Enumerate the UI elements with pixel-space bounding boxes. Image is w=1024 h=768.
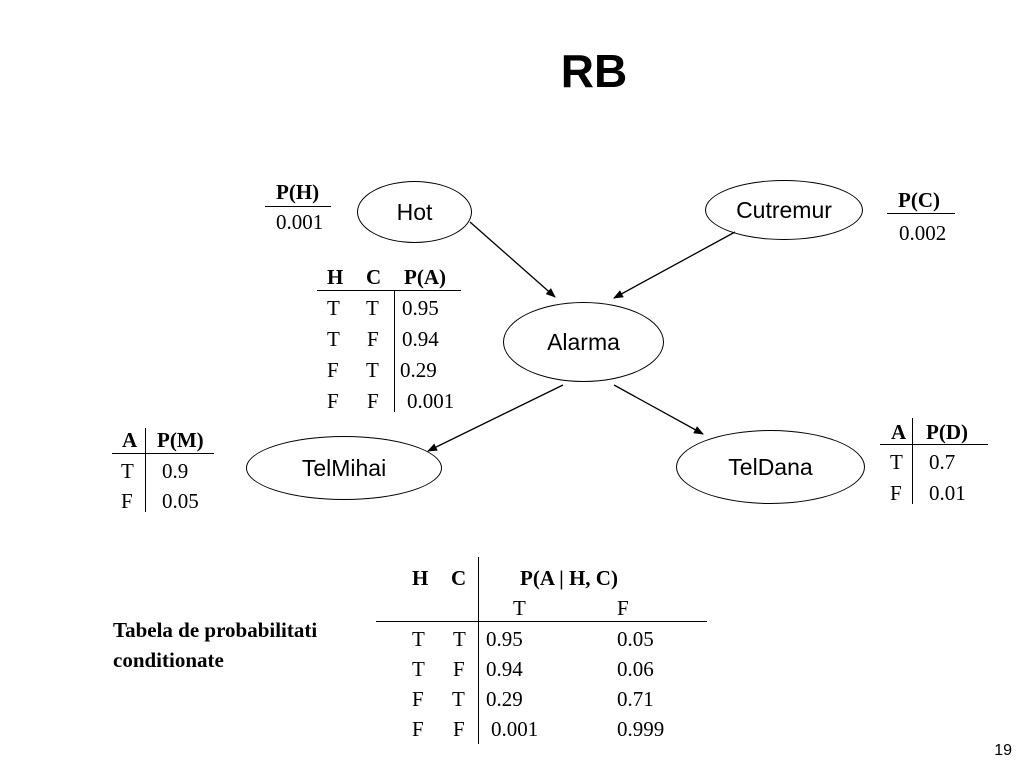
cpt-alarma-header-pa: P(A) [404, 265, 446, 289]
cpt-alarma-cell: T [366, 358, 379, 382]
cpt-full-cell: 0.95 [486, 627, 523, 651]
cpt-full-cell: 0.05 [617, 627, 654, 651]
prior-hot-value: 0.001 [276, 210, 324, 234]
node-teldana: TelDana [676, 430, 865, 504]
cpt-full-cell: T [412, 627, 425, 651]
cpt-alarma-cell: 0.001 [407, 389, 455, 413]
cpt-alarma-header-h: H [327, 265, 344, 289]
cpt-dana-header-pd: P(D) [926, 420, 968, 444]
prior-cutremur-divider [887, 213, 955, 214]
cpt-full-cell: F [453, 657, 465, 681]
cpt-full-cell: 0.06 [617, 657, 654, 681]
cpt-dana-cell: 0.01 [929, 481, 966, 505]
cpt-full-subheader-f: F [617, 596, 629, 620]
cpt-alarma-divider [317, 290, 461, 291]
cpt-dana-header-a: A [891, 420, 907, 444]
cpt-alarma-cell: F [367, 327, 379, 351]
prior-cutremur-header: P(C) [898, 188, 940, 212]
cpt-alarma-cell: T [366, 296, 379, 320]
cpt-mihai-cell: 0.9 [162, 459, 189, 483]
cpt-alarma-cell: F [327, 358, 339, 382]
cpt-full-cell: 0.001 [491, 717, 539, 741]
cpt-full-divider [376, 621, 707, 622]
cpt-alarma-cell: F [367, 389, 379, 413]
cpt-mihai-header-a: A [122, 428, 138, 452]
cpt-alarma-header-c: C [366, 265, 382, 289]
cpt-dana-column-rule [912, 418, 913, 504]
cpt-full-cell: F [412, 717, 424, 741]
cpt-full-cell: 0.71 [617, 687, 654, 711]
cpt-full-caption: Tabela de probabilitati conditionate [113, 618, 318, 672]
prior-hot-header: P(H) [276, 180, 320, 204]
cpt-full-header-h: H [412, 566, 429, 590]
edge-cutremur-alarma [613, 231, 736, 299]
cpt-full-cell: 0.29 [486, 687, 523, 711]
cpt-full-cell: T [412, 657, 425, 681]
page-number: 19 [994, 742, 1012, 759]
cpt-alarma-column-rule [394, 291, 395, 412]
cpt-mihai-header-pm: P(M) [157, 428, 204, 452]
cpt-alarma-cell: 0.95 [402, 296, 439, 320]
cpt-full-cell: T [452, 687, 465, 711]
prior-cutremur-value: 0.002 [899, 221, 947, 245]
edge-alarma-teldana [613, 384, 704, 435]
cpt-dana-divider [880, 444, 988, 445]
cpt-alarma-cell: F [327, 389, 339, 413]
edge-hot-alarma [469, 221, 556, 298]
node-alarma: Alarma [503, 302, 664, 382]
cpt-full-cell: F [453, 717, 465, 741]
prior-hot-divider [265, 206, 331, 207]
cpt-full-header-pahc: P(A | H, C) [520, 566, 618, 590]
cpt-full-cell: 0.999 [617, 717, 665, 741]
cpt-alarma-cell: T [327, 296, 340, 320]
cpt-alarma-cell: 0.94 [402, 327, 439, 351]
edge-alarma-telmihai [427, 384, 564, 452]
node-hot: Hot [357, 181, 472, 243]
cpt-mihai-divider [112, 453, 214, 454]
cpt-mihai-cell: T [121, 459, 134, 483]
cpt-full-column-rule [478, 557, 479, 744]
cpt-alarma-cell: 0.29 [400, 358, 437, 382]
cpt-dana-cell: F [890, 481, 902, 505]
cpt-full-cell: F [412, 687, 424, 711]
cpt-full-header-c: C [451, 566, 467, 590]
cpt-full-subheader-t: T [513, 596, 526, 620]
cpt-dana-cell: T [890, 450, 903, 474]
slide-title: RB [560, 45, 628, 97]
node-cutremur: Cutremur [705, 180, 863, 240]
cpt-full-cell: T [453, 627, 466, 651]
node-telmihai: TelMihai [246, 436, 442, 500]
cpt-mihai-cell: 0.05 [162, 489, 199, 513]
cpt-dana-cell: 0.7 [929, 450, 956, 474]
cpt-mihai-column-rule [145, 428, 146, 512]
cpt-full-cell: 0.94 [486, 657, 523, 681]
cpt-alarma-cell: T [327, 327, 340, 351]
cpt-mihai-cell: F [121, 489, 133, 513]
